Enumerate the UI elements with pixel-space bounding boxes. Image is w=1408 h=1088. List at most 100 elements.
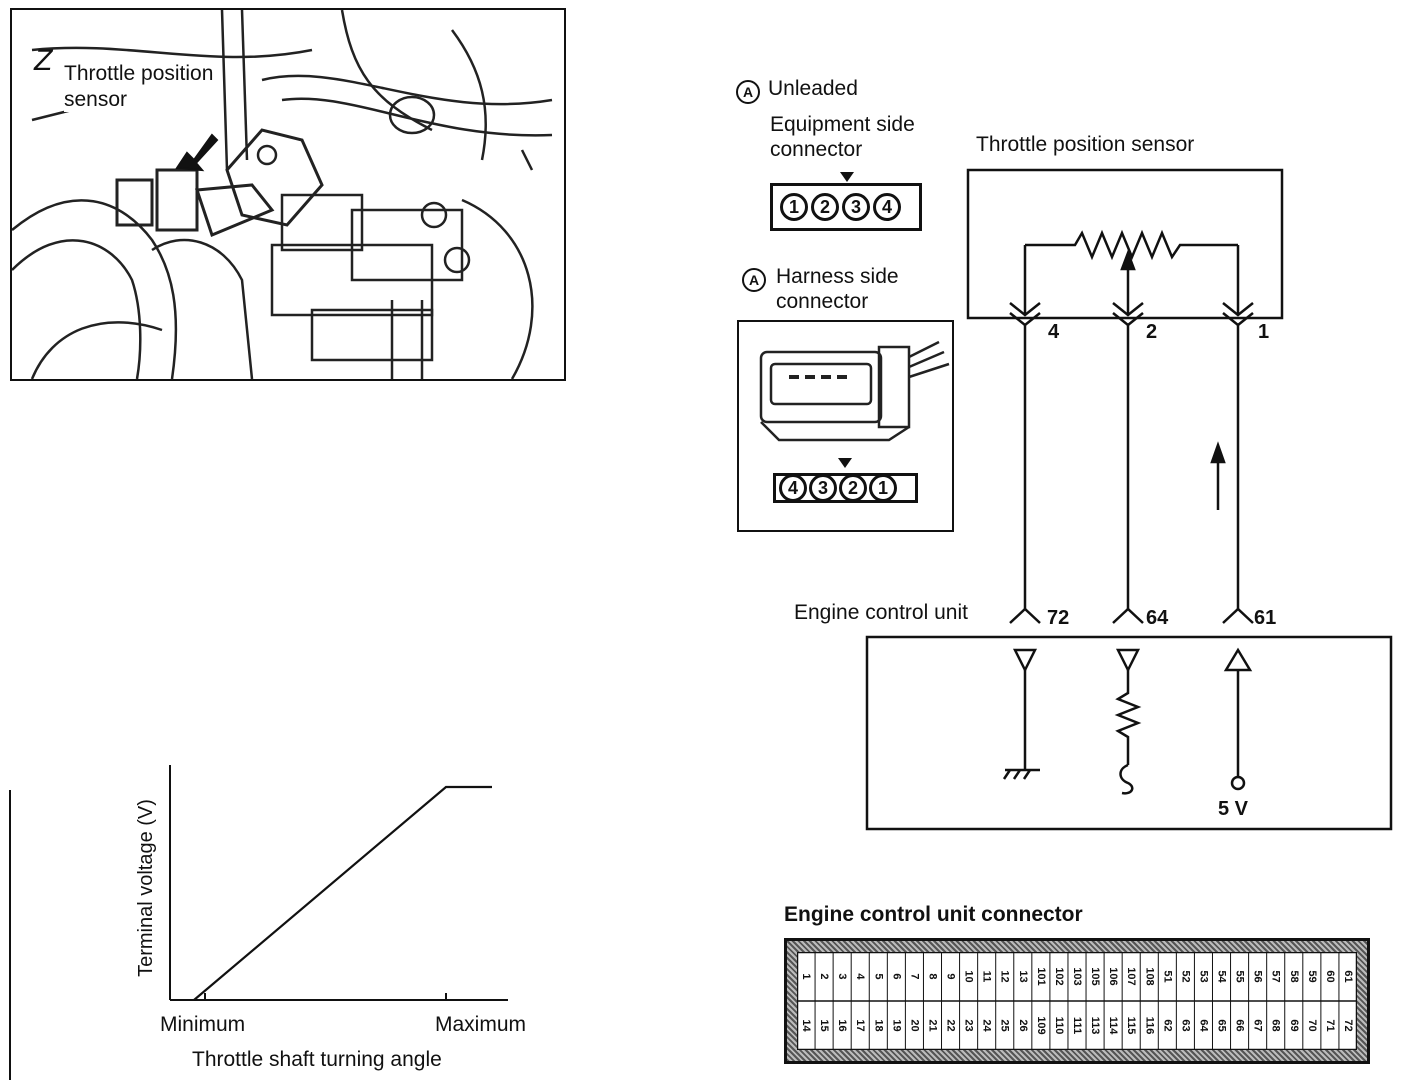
ecu-pin-72-label: 72 [1047,607,1070,629]
supply-terminal [1230,775,1246,791]
ecu-box [865,635,1393,831]
ecu-pin-label: 116 [1143,1017,1155,1035]
ecu-pin-label: 16 [836,1019,848,1031]
ecu-pin-label: 66 [1234,1019,1246,1031]
ecu-pin-72-mark [1009,607,1041,624]
ecu-pin-label: 18 [872,1019,884,1031]
voltage-graph [9,765,508,1080]
ecu-pin-label: 3 [836,973,848,979]
sensor-photo-panel: Z Throttle position sensor [10,8,566,381]
unleaded-label: Unleaded [768,77,858,100]
tps-resistor [1025,229,1238,261]
harness-connector-label-line1: Harness side [776,265,899,288]
ecu-pin-label: 54 [1216,970,1228,983]
ecu-pin-label: 71 [1324,1019,1336,1031]
harness-marker: A [742,268,766,292]
ecu-pin-label: 7 [908,973,920,979]
ecu-pin-label: 115 [1125,1017,1137,1035]
ecu-pin-label: 110 [1053,1017,1065,1035]
unleaded-marker: A [736,80,760,104]
equipment-pin-1: 1 [780,193,808,221]
ecu-pin-label: 13 [1017,970,1029,982]
ecu-pin-label: 56 [1252,970,1264,982]
ecu-pin-label: 6 [890,973,902,979]
tps-title: Throttle position sensor [976,133,1195,156]
ecu-pin-label: 9 [945,973,957,979]
harness-connector-label-line2: connector [776,290,869,313]
equipment-connector-label-line1: Equipment side [770,113,915,136]
ecu-pin-label: 59 [1306,970,1318,982]
equipment-connector [770,183,922,231]
pointer-arrow-icon [175,133,219,172]
ecu-pin-label: 101 [1035,967,1047,985]
tps-pin-4-label: 4 [1048,321,1060,343]
ecu-connector-title: Engine control unit connector [784,903,1083,926]
ecu-pin-label: 26 [1017,1019,1029,1031]
ecu-resistor [1114,670,1142,765]
equipment-pin-row: 1 2 3 4 [780,193,901,221]
ecu-pin-label: 64 [1197,1019,1209,1032]
ecu-pin-label: 102 [1053,967,1065,985]
ecu-pin-label: 53 [1197,970,1209,982]
ground-input-icon [1012,648,1038,673]
supply-voltage-label: 5 V [1218,798,1249,820]
ecu-pin-label: 70 [1306,1019,1318,1031]
ecu-pin-label: 111 [1071,1017,1083,1034]
ecu-pin-label: 103 [1071,967,1083,985]
ecu-pin-64-mark [1112,607,1144,624]
harness-plug-illustration [759,340,950,442]
photo-label-line2: sensor [64,88,128,112]
graph-x-min-label: Minimum [160,1013,246,1036]
ecu-pin-label: 11 [981,971,993,983]
tps-pin-2-label: 2 [1146,321,1158,343]
ecu-pin-61-label: 61 [1254,607,1277,629]
ecu-pin-label: 72 [1342,1019,1354,1031]
harness-pin-2: 2 [839,474,867,502]
ecu-pin-label: 105 [1089,967,1101,985]
ecu-pin-label: 23 [963,1019,975,1031]
tps-pin-1-label: 1 [1258,321,1270,343]
ecu-pin-label: 60 [1324,970,1336,982]
ecu-pin-64-label: 64 [1146,607,1169,629]
harness-pin-row: 4 3 2 1 [779,474,897,502]
svg-text:Z: Z [33,44,54,77]
ecu-pin-label: 58 [1288,970,1300,982]
harness-connector-panel [737,320,954,532]
ecu-pin-label: 12 [999,970,1011,982]
equipment-pin-4: 4 [873,193,901,221]
ecu-pin-label: 107 [1125,967,1137,985]
graph-x-label: Throttle shaft turning angle [192,1048,442,1071]
harness-pin-1: 1 [869,474,897,502]
ecu-pin-label: 5 [872,973,884,979]
ecu-pin-label: 65 [1216,1019,1228,1031]
ecu-pin-label: 67 [1252,1019,1264,1031]
ecu-pin-label: 69 [1288,1019,1300,1031]
ecu-pin-label: 114 [1107,1017,1119,1036]
ecu-pin-label: 10 [963,970,975,982]
equipment-connector-label-line2: connector [770,138,863,161]
ecu-pin-label: 106 [1107,967,1119,985]
ecu-pin-label: 61 [1342,970,1354,982]
ecu-pin-label: 14 [800,1019,812,1032]
ecu-pin-label: 17 [854,1019,866,1031]
ecu-pin-label: 109 [1035,1016,1047,1034]
engine-photo-illustration: Z [12,10,553,379]
equipment-pin-3: 3 [842,193,870,221]
ecu-pin-label: 21 [926,1019,938,1031]
wiper-arrow-icon [1120,249,1136,271]
ecu-pin-label: 1 [800,973,812,979]
harness-pin-3: 3 [809,474,837,502]
ecu-pin-label: 19 [890,1019,902,1031]
ecu-pin-label: 8 [926,973,938,979]
circuit-diagram [865,168,1393,831]
ecu-pin-label: 51 [1161,970,1173,982]
tps-box [966,168,1284,320]
harness-connector-key-icon [838,458,852,468]
ecu-pin-label: 15 [818,1019,830,1031]
ecu-pin-label: 55 [1234,970,1246,982]
ground-icon [1002,768,1040,780]
supply-output-icon [1223,647,1253,672]
equipment-pin-2: 2 [811,193,839,221]
ecu-pin-label: 57 [1270,970,1282,982]
